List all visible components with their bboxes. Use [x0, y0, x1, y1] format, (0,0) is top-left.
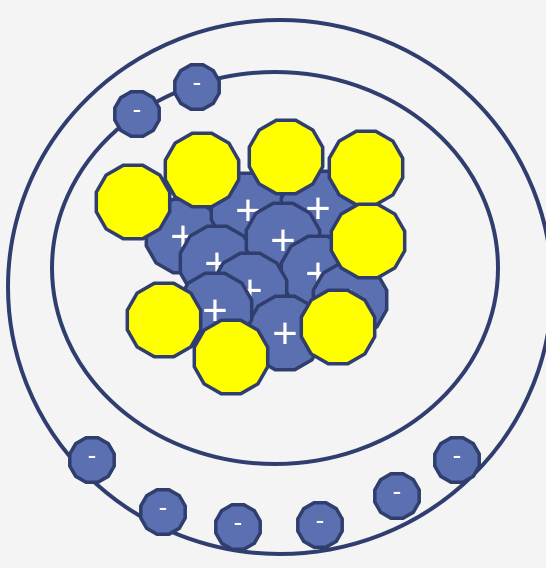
neutron-shape: [194, 320, 267, 393]
electron-sign: -: [133, 94, 142, 124]
neutron-shape: [329, 131, 402, 204]
electron: -: [298, 503, 342, 547]
neutron: [194, 320, 267, 393]
electron: -: [435, 438, 479, 482]
neutron-shape: [165, 133, 238, 206]
neutron: [249, 120, 322, 193]
neutron-shape: [301, 290, 374, 363]
electron: -: [216, 505, 260, 549]
electron: -: [375, 474, 419, 518]
neutron: [331, 204, 404, 277]
electron-sign: -: [88, 440, 97, 470]
neutron-shape: [249, 120, 322, 193]
neutron: [96, 165, 169, 238]
electron-sign: -: [316, 505, 325, 535]
neutron: [329, 131, 402, 204]
electron: -: [175, 65, 219, 109]
neutron-shape: [96, 165, 169, 238]
electron-sign: -: [234, 507, 243, 537]
electron-sign: -: [193, 67, 202, 97]
neutron: [301, 290, 374, 363]
electron-sign: -: [453, 440, 462, 470]
neutron-shape: [331, 204, 404, 277]
proton-sign: +: [272, 309, 298, 358]
electron: -: [70, 438, 114, 482]
electron-sign: -: [393, 476, 402, 506]
neutron: [127, 283, 200, 356]
electron-sign: -: [159, 492, 168, 522]
electron: -: [115, 92, 159, 136]
neutron-shape: [127, 283, 200, 356]
neutron: [165, 133, 238, 206]
electron: -: [141, 490, 185, 534]
